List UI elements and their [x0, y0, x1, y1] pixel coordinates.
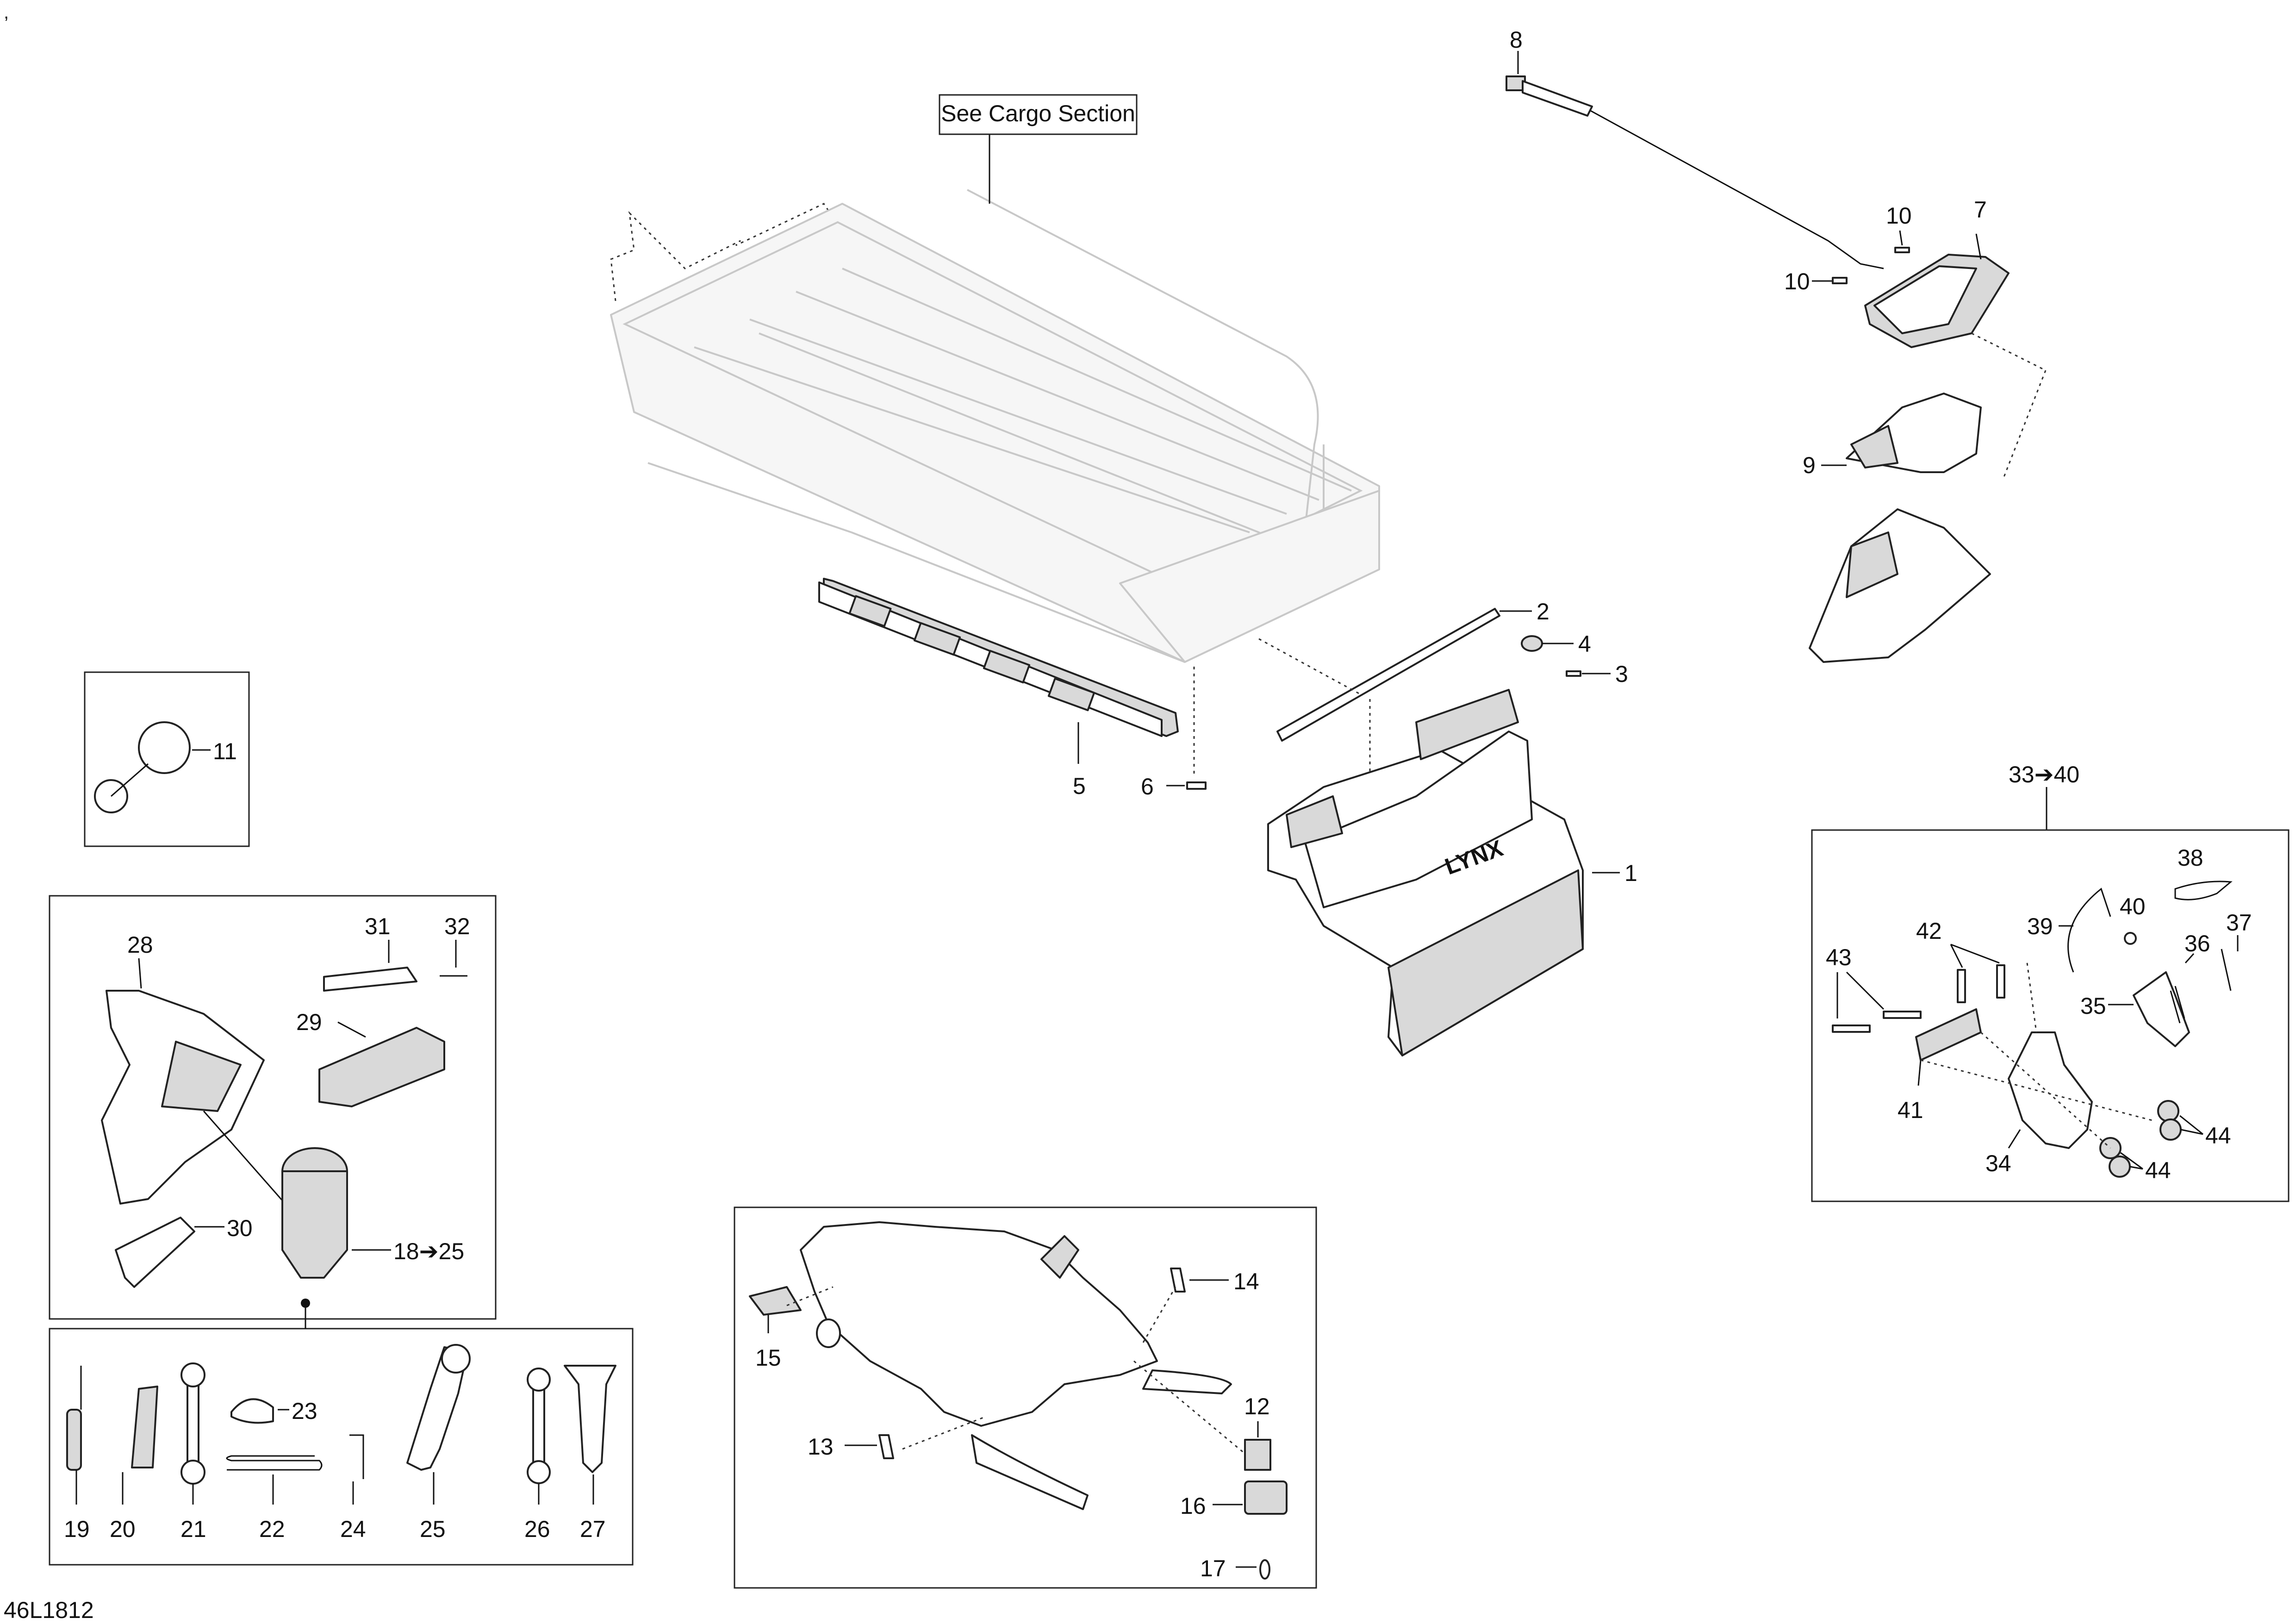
callout-2: 2	[1537, 599, 1549, 625]
callout-28: 28	[127, 932, 153, 958]
callout-42: 42	[1916, 918, 1942, 944]
callout-31: 31	[365, 913, 391, 939]
part-15-decal: 15	[749, 1286, 802, 1371]
callout-22: 22	[259, 1516, 285, 1542]
part-24-allen-key: 24	[340, 1434, 366, 1542]
callout-38: 38	[2178, 845, 2203, 871]
callout-7: 7	[1974, 197, 1987, 223]
callout-11: 11	[213, 738, 237, 764]
snowmobile-outline	[800, 1221, 1232, 1510]
callout-12: 12	[1244, 1393, 1270, 1419]
hitch-box: 33➔40 34 41 35 36 37 38	[1811, 762, 2290, 1202]
callout-30: 30	[227, 1215, 253, 1241]
part-1-snowflap: LYNX 1	[1267, 689, 1637, 1056]
callout-41: 41	[1898, 1097, 1923, 1123]
callout-17: 17	[1200, 1555, 1226, 1581]
callout-39: 39	[2027, 913, 2053, 939]
callout-44a: 44	[2205, 1123, 2231, 1149]
callout-27: 27	[580, 1516, 606, 1542]
part-9-light-housing: 9	[1803, 393, 1991, 663]
part-38-clip: 38	[2174, 845, 2233, 900]
callout-37: 37	[2226, 910, 2252, 936]
part-27-multi-tool: 27	[564, 1365, 616, 1542]
part-3-screw	[1566, 670, 1581, 677]
callout-32: 32	[444, 913, 470, 939]
part-36-spring: 36	[2170, 931, 2210, 1024]
part-26-wrench: 26	[524, 1368, 551, 1542]
cargo-note: See Cargo Section	[941, 100, 1135, 126]
part-17-screw: 17	[1200, 1555, 1270, 1581]
callout-13: 13	[808, 1434, 834, 1460]
callout-34: 34	[1985, 1150, 2011, 1176]
callout-9: 9	[1803, 452, 1816, 478]
corner-mark: ,	[4, 2, 9, 23]
part-42-bolts: 42	[1916, 918, 2005, 1003]
part-2-backing-plate: 2 4 3	[1258, 599, 1628, 815]
part-35-lever: 35	[2080, 971, 2190, 1047]
part-11-knob	[138, 721, 191, 774]
part-29-pouch	[318, 1027, 445, 1107]
part-16-holder: 16	[1180, 1480, 1288, 1519]
callout-36: 36	[2184, 931, 2210, 956]
callout-20: 20	[110, 1516, 136, 1542]
callout-25: 25	[420, 1516, 446, 1542]
callout-10b: 10	[1784, 269, 1810, 294]
toolkit-upper-box: 28 30 31 32 29 18➔25	[49, 895, 497, 1320]
callout-21: 21	[180, 1516, 206, 1542]
callout-16: 16	[1180, 1493, 1206, 1519]
callout-6: 6	[1141, 774, 1154, 800]
part-31-bracket	[323, 967, 417, 992]
callout-35: 35	[2080, 993, 2106, 1019]
part-34-hitch-bracket: 34	[1985, 1031, 2093, 1176]
part-20-fuse-tool: 20	[110, 1386, 158, 1542]
part-11-box: 11	[84, 671, 250, 847]
drawing-code: 46L1812	[4, 1597, 94, 1623]
callout-14: 14	[1233, 1268, 1259, 1294]
part-41-plate: 41	[1898, 1008, 1982, 1123]
callout-1: 1	[1624, 860, 1637, 886]
callout-43: 43	[1826, 944, 1852, 970]
part-43-bolts: 43	[1826, 944, 1922, 1033]
part-21-wrench: 21	[180, 1362, 206, 1542]
callout-10a: 10	[1886, 203, 1912, 229]
callout-24: 24	[340, 1516, 366, 1542]
part-12-label: 12	[1244, 1393, 1271, 1471]
callout-26: 26	[524, 1516, 550, 1542]
callout-44b: 44	[2145, 1157, 2171, 1183]
part-8-wiring-harness: 8	[1506, 27, 1884, 269]
callout-18-25: 18➔25	[393, 1238, 464, 1264]
part-14-decal: 14	[1170, 1268, 1259, 1294]
callout-8: 8	[1510, 27, 1523, 53]
callout-15: 15	[755, 1345, 781, 1371]
part-23-clip: 23	[230, 1398, 317, 1424]
part-25-spanner: 25	[406, 1344, 471, 1542]
part-7-taillight: 7	[1864, 197, 2047, 477]
callout-29: 29	[296, 1009, 322, 1035]
callout-40: 40	[2120, 893, 2146, 919]
callout-23: 23	[292, 1398, 317, 1424]
part-22-spring-wire: 22	[226, 1455, 323, 1542]
part-4-washer	[1521, 635, 1543, 652]
callout-5: 5	[1073, 773, 1086, 799]
toolkit-lower-box: 19 20 21 22 23	[49, 1308, 634, 1566]
cargo-note-box	[939, 94, 1138, 135]
part-37-pin: 37	[2221, 910, 2252, 991]
decals-box: 15 14 13 12 16 17	[734, 1206, 1317, 1589]
callout-19: 19	[64, 1516, 90, 1542]
callout-3: 3	[1615, 661, 1628, 687]
part-30-strap	[115, 1217, 195, 1288]
part-6-rivet: 6	[1141, 667, 1207, 800]
part-39-cable: 39	[2027, 887, 2111, 973]
callout-4: 4	[1578, 631, 1591, 657]
part-40-nut: 40	[2120, 893, 2146, 945]
part-13-decal: 13	[808, 1434, 894, 1460]
cargo-rack-reference: See Cargo Section	[610, 94, 1380, 663]
part-10-screws: 10 10	[1784, 203, 1912, 294]
part-5-side-panel: 5	[818, 578, 1179, 799]
part-44-nuts: 44 44	[2099, 1100, 2231, 1183]
part-19-screwdriver: 19	[64, 1366, 90, 1542]
callout-33-40: 33➔40	[2009, 762, 2079, 787]
